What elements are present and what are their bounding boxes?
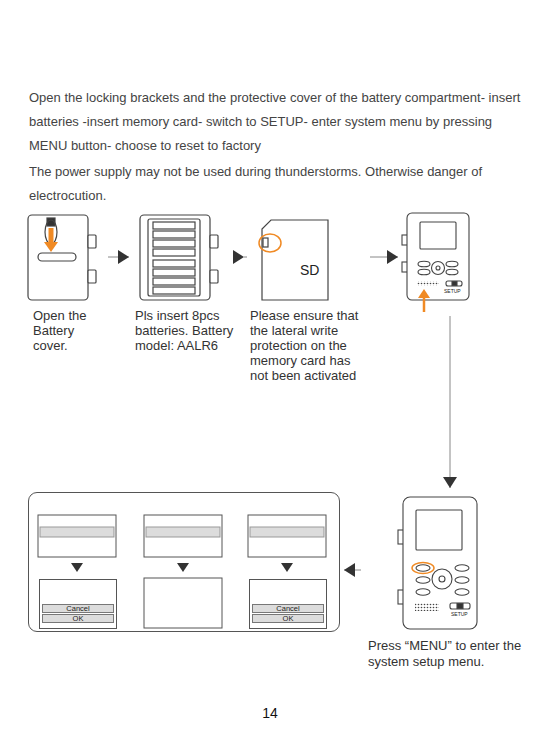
step-arrow	[233, 250, 247, 264]
step-arrow	[443, 316, 457, 488]
card-label: SD	[300, 262, 324, 278]
ok-button: OK	[42, 614, 114, 623]
step-battery-cover: Open the Battery cover.	[26, 212, 104, 356]
confirm-screen: CancelOK	[249, 579, 327, 629]
step-memory-card: SD Please ensure that the lateral write p…	[248, 212, 366, 386]
battery-cover-figure	[28, 215, 96, 300]
camera-menu: SETUP Press “MENU” to enter the system se…	[365, 492, 525, 673]
step-caption: Please ensure that the lateral write pro…	[250, 308, 366, 383]
confirm-screen: CancelOK	[39, 579, 117, 629]
battery-compartment-figure	[140, 215, 218, 300]
step-insert-batteries: Pls insert 8pcs batteries. Battery model…	[133, 212, 243, 356]
page-number: 14	[259, 704, 281, 722]
menu-screens	[38, 515, 326, 628]
setup-menu-panel: CancelOKCancelOK	[28, 492, 340, 632]
ok-button: OK	[252, 614, 324, 623]
warning-paragraph: The power supply may not be used during …	[29, 160, 527, 208]
step-arrow	[370, 250, 398, 264]
step-arrow	[108, 250, 129, 264]
cancel-button: Cancel	[252, 604, 324, 613]
step-caption: Press “MENU” to enter the system setup m…	[368, 638, 523, 670]
cancel-button: Cancel	[42, 604, 114, 613]
switch-label: SETUP	[451, 611, 475, 617]
camera-figure	[398, 497, 477, 629]
step-caption: Pls insert 8pcs batteries. Battery model…	[135, 308, 243, 353]
camera-figure	[402, 213, 469, 312]
sd-card-figure	[259, 220, 328, 300]
switch-label: SETUP	[444, 288, 468, 294]
step-camera: SETUP	[402, 212, 474, 312]
step-caption: Open the Battery cover.	[33, 308, 103, 353]
instruction-paragraph: Open the locking brackets and the protec…	[29, 86, 527, 158]
step-arrow	[344, 563, 361, 577]
